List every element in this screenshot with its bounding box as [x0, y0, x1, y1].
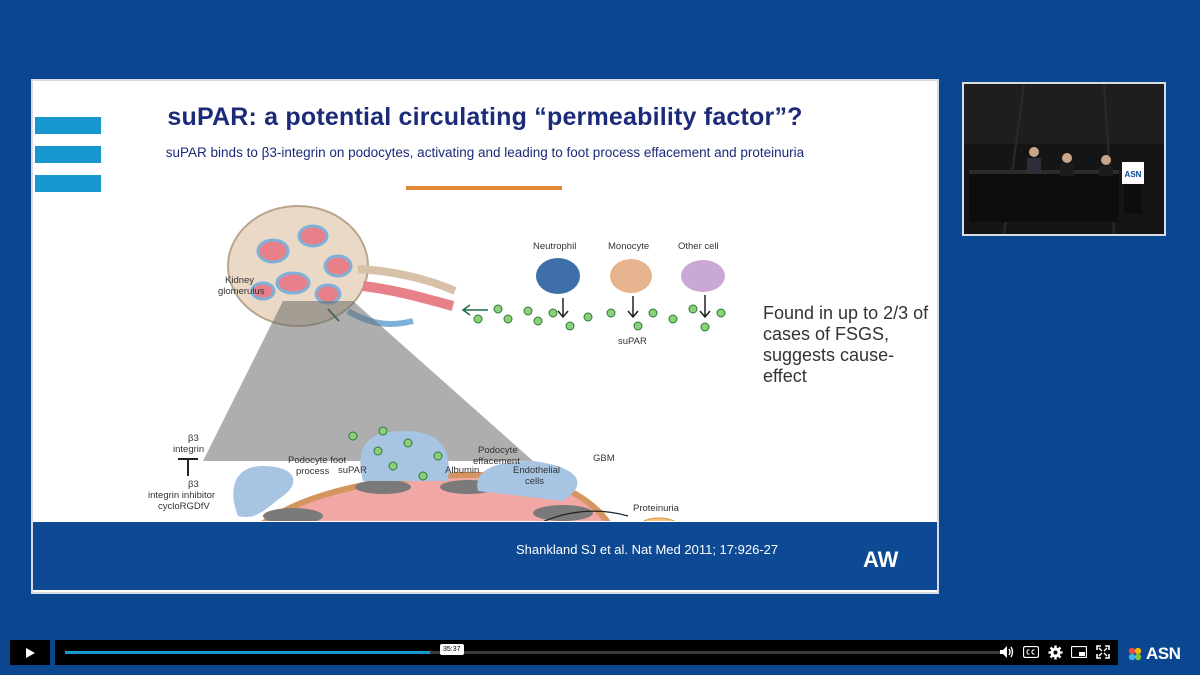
accent-bar [35, 175, 101, 192]
progress-area[interactable]: 35:37 [55, 640, 1118, 665]
captions-icon [1023, 646, 1039, 658]
label-cells: cells [525, 476, 544, 487]
label-process: process [296, 466, 330, 477]
monocyte-cell [610, 259, 652, 293]
label-endothelial: Endothelial [513, 465, 560, 476]
timestamp-tooltip: 35:37 [440, 644, 464, 655]
podocyte-foot-process [233, 466, 294, 517]
asn-sign-text: ASN [1125, 170, 1142, 179]
presentation-slide: suPAR: a potential circulating “permeabi… [33, 81, 937, 592]
citation: Shankland SJ et al. Nat Med 2011; 17:926… [516, 542, 779, 557]
slide-footer: Shankland SJ et al. Nat Med 2011; 17:926… [33, 522, 937, 590]
label-effacement: effacement [473, 456, 520, 467]
podocyte-effacement [477, 461, 578, 501]
accent-bar [35, 146, 101, 163]
panelist [1101, 155, 1111, 165]
player-control-group [998, 643, 1112, 661]
panel-table [969, 172, 1119, 222]
pip-icon [1071, 646, 1087, 658]
speaker-camera-feed[interactable]: ASN [962, 82, 1166, 236]
label-beta3-b: β3 [188, 479, 199, 490]
settings-button[interactable] [1046, 643, 1064, 661]
presenter-initials: AW [863, 547, 899, 572]
neutrophil-cell [536, 258, 580, 294]
label-monocyte: Monocyte [608, 241, 649, 252]
accent-bar [35, 117, 101, 134]
asn-logo-text: ASN [1146, 644, 1181, 663]
label-cyclo: cycloRGDfV [158, 501, 210, 512]
supar-particles-top [473, 304, 726, 332]
play-button[interactable] [10, 640, 50, 665]
panelist [1062, 153, 1072, 163]
pip-button[interactable] [1070, 643, 1088, 661]
label-neutrophil: Neutrophil [533, 241, 576, 252]
label-supar-top: suPAR [618, 336, 647, 347]
video-player-controls: 35:37 [10, 640, 1118, 665]
label-glomerulus: glomerulus [218, 286, 265, 297]
asn-sign [1122, 162, 1144, 184]
supar-mechanism-diagram: Kidney glomerulus Neutrophil Monocyte Ot… [203, 205, 726, 521]
diagram-lower-labels: β3 integrin β3 integrin inhibitor cycloR… [148, 426, 615, 512]
volume-button[interactable] [998, 643, 1016, 661]
label-proteinuria: Proteinuria [633, 503, 680, 514]
asn-logo-icon [1128, 647, 1142, 661]
fullscreen-icon [1096, 645, 1110, 659]
label-other-cell: Other cell [678, 241, 719, 252]
inhibition-symbol [178, 458, 198, 476]
zoom-wedge [203, 301, 533, 461]
label-supar-bottom: suPAR [338, 465, 367, 476]
slide-side-note: Found in up to 2/3 of cases of FSGS, sug… [763, 303, 929, 386]
progress-track[interactable]: 35:37 [65, 644, 1000, 655]
settings-icon [1048, 645, 1062, 659]
volume-icon [1000, 646, 1014, 658]
slide-title: suPAR: a potential circulating “permeabi… [167, 103, 803, 131]
fullscreen-button[interactable] [1094, 643, 1112, 661]
progress-fill [65, 651, 430, 654]
other-cell [681, 260, 725, 292]
label-kidney: Kidney [225, 275, 254, 286]
label-podocyte-foot: Podocyte foot [288, 455, 346, 466]
supar-particles-bottom [348, 426, 443, 481]
label-beta3: β3 [188, 433, 199, 444]
label-integrin-inhibitor: integrin inhibitor [148, 490, 215, 501]
label-podocyte: Podocyte [478, 445, 518, 456]
title-underline [406, 186, 562, 190]
captions-button[interactable] [1022, 643, 1040, 661]
label-gbm: GBM [593, 453, 615, 464]
label-integrin: integrin [173, 444, 204, 455]
asn-logo[interactable]: ASN [1127, 643, 1193, 665]
panelist [1029, 147, 1039, 157]
play-icon [26, 647, 35, 658]
slide-subtitle: suPAR binds to β3-integrin on podocytes,… [165, 145, 805, 160]
podocyte [360, 431, 449, 481]
proteinuria-molecule [643, 517, 675, 521]
panel-stage-image: ASN [964, 84, 1164, 234]
label-albumin: Albumin [445, 465, 479, 476]
